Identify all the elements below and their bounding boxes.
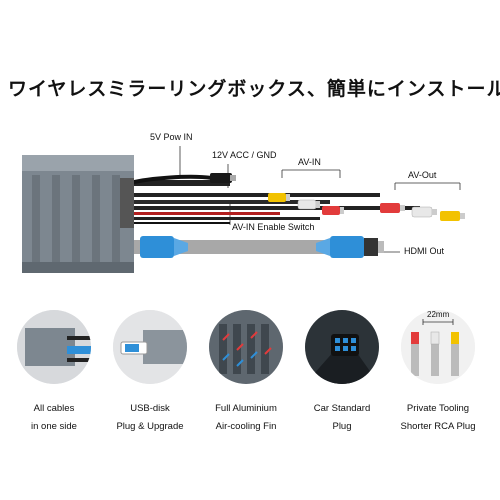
dimension-label: 22mm [427,310,450,319]
headline: ワイヤレスミラーリングボックス、簡単にインストール [8,78,500,100]
product-illustration [22,146,465,273]
feature-line1: Full Aluminium [215,403,277,414]
feature-line1: USB-disk [130,403,170,414]
feature-rca-plug: 22mm Private Tooling Shorter RCA Plug [398,310,478,436]
enable-switch-label: AV-IN Enable Switch [232,222,315,232]
usb-disk-icon [113,310,187,384]
feature-line2: Plug [332,421,352,432]
av-out-label: AV-Out [408,170,437,180]
hdmi-out-label: HDMI Out [404,246,445,256]
feature-line1: Car Standard [313,403,371,414]
feature-line1: All cables [33,403,75,414]
cooling-fin-icon [209,310,283,384]
hdmi-cable [125,236,384,258]
usb-power-plug [129,173,236,185]
feature-usb-disk: USB-disk Plug & Upgrade [110,310,190,436]
cable-bundle [120,180,420,224]
av-in-rca-plugs [268,193,344,215]
rca-plug-icon: 22mm [401,310,475,384]
feature-cooling-fin: Full Aluminium Air-cooling Fin [206,310,286,436]
feature-line2: Shorter RCA Plug [400,421,476,432]
feature-line1: Private Tooling [406,403,470,414]
feature-car-plug: Car Standard Plug [302,310,382,436]
av-out-rca-plugs [380,203,465,221]
mirroring-box [22,155,134,273]
feature-line2: in one side [31,421,77,432]
feature-line2: Plug & Upgrade [116,421,184,432]
acc-label: 12V ACC / GND [212,150,277,160]
feature-line2: Air-cooling Fin [215,421,277,432]
cables-one-side-icon [17,310,91,384]
power-label: 5V Pow IN [150,132,193,142]
car-plug-icon [305,310,379,384]
av-in-label: AV-IN [298,157,321,167]
feature-cables-one-side: All cables in one side [14,310,94,436]
